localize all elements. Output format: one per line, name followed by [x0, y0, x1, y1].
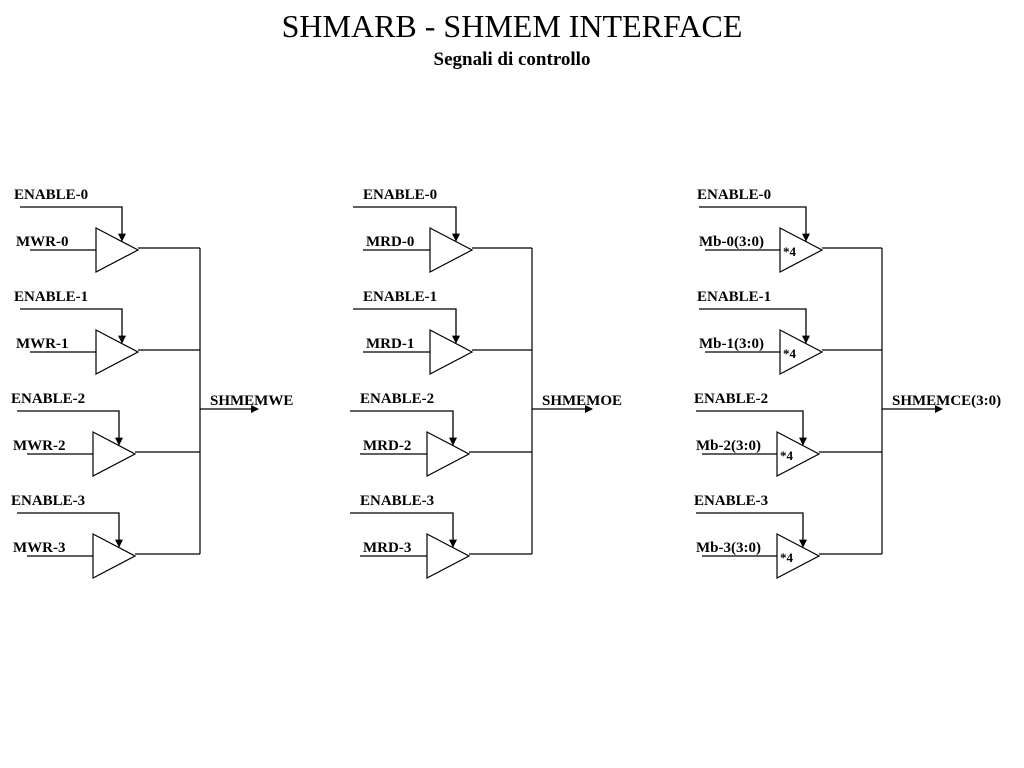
buffer-row: ENABLE-1Mb-1(3:0) *4: [697, 289, 882, 375]
buffer-row: ENABLE-2Mb-2(3:0) *4: [694, 391, 882, 477]
input-label: Mb-0(3:0): [699, 234, 764, 250]
enable-label: ENABLE-3: [694, 493, 768, 509]
enable-line: [699, 308, 810, 344]
enable-label: ENABLE-0: [363, 187, 437, 203]
buffer-row: ENABLE-0Mb-0(3:0) *4: [697, 187, 882, 273]
buffer-triangle: [426, 431, 471, 477]
enable-label: ENABLE-0: [697, 187, 771, 203]
input-label: MWR-3: [13, 540, 66, 556]
buffer-width-label: *4: [780, 550, 794, 565]
buffer-triangle: [92, 431, 137, 477]
output-signal-label: SHMEMWE: [210, 393, 293, 409]
buffer-group-2: ENABLE-0MRD-0ENABLE-1MRD-1ENABLE-2MRD-2E…: [350, 187, 622, 579]
enable-label: ENABLE-2: [694, 391, 768, 407]
input-label: Mb-3(3:0): [696, 540, 761, 556]
buffer-width-label: *4: [780, 448, 794, 463]
enable-label: ENABLE-3: [11, 493, 85, 509]
input-label: MRD-1: [366, 336, 414, 352]
buffer-triangle: [429, 227, 474, 273]
enable-line: [17, 512, 123, 548]
enable-line: [696, 512, 807, 548]
input-label: MRD-3: [363, 540, 411, 556]
enable-label: ENABLE-0: [14, 187, 88, 203]
input-label: Mb-2(3:0): [696, 438, 761, 454]
enable-line: [17, 410, 123, 446]
enable-label: ENABLE-2: [360, 391, 434, 407]
input-label: MWR-1: [16, 336, 69, 352]
enable-label: ENABLE-3: [360, 493, 434, 509]
buffer-width-label: *4: [783, 346, 797, 361]
enable-label: ENABLE-1: [363, 289, 437, 305]
output-signal-label: SHMEMCE(3:0): [892, 393, 1001, 409]
enable-label: ENABLE-1: [697, 289, 771, 305]
enable-label: ENABLE-2: [11, 391, 85, 407]
input-label: Mb-1(3:0): [699, 336, 764, 352]
input-label: MWR-2: [13, 438, 66, 454]
input-label: MRD-0: [366, 234, 414, 250]
input-label: MWR-0: [16, 234, 69, 250]
enable-line: [350, 410, 457, 446]
buffer-triangle: [776, 533, 821, 579]
buffer-group-1: ENABLE-0MWR-0ENABLE-1MWR-1ENABLE-2MWR-2E…: [11, 187, 293, 579]
enable-line: [20, 206, 126, 242]
buffer-triangle: [776, 431, 821, 477]
enable-line: [353, 206, 460, 242]
page-title: SHMARB - SHMEM INTERFACE: [281, 8, 743, 44]
enable-line: [353, 308, 460, 344]
buffer-width-label: *4: [783, 244, 797, 259]
page-subtitle: Segnali di controllo: [433, 49, 591, 70]
buffer-group-3: ENABLE-0Mb-0(3:0)*4ENABLE-1Mb-1(3:0)*4EN…: [694, 187, 1001, 579]
buffer-row: ENABLE-3Mb-3(3:0) *4: [694, 493, 882, 579]
buffer-triangle: [779, 329, 824, 375]
enable-line: [20, 308, 126, 344]
output-signal-label: SHMEMOE: [542, 393, 622, 409]
buffer-triangle: [779, 227, 824, 273]
enable-line: [696, 410, 807, 446]
input-label: MRD-2: [363, 438, 411, 454]
buffer-triangle: [92, 533, 137, 579]
enable-label: ENABLE-1: [14, 289, 88, 305]
buffer-triangle: [95, 329, 140, 375]
enable-line: [699, 206, 810, 242]
buffer-triangle: [429, 329, 474, 375]
buffer-triangle: [426, 533, 471, 579]
enable-line: [350, 512, 457, 548]
buffer-triangle: [95, 227, 140, 273]
